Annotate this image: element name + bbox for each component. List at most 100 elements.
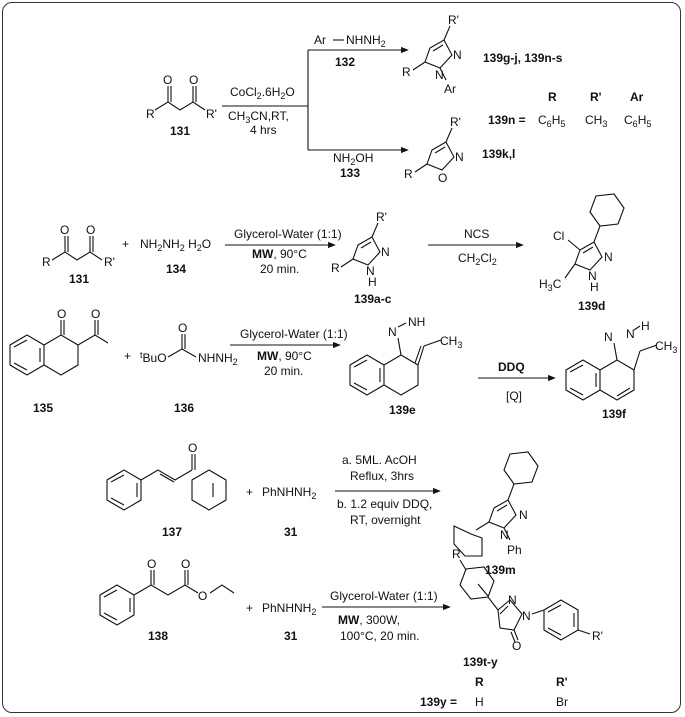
r-prime-label: R' [206, 107, 217, 121]
diketone-131-structure: O O R R' 131 [42, 223, 115, 286]
oxygen-label: O [189, 73, 198, 87]
pyrazolone-139t-y-structure: R O N N R' [452, 547, 603, 653]
compound-label-131: 131 [69, 272, 89, 286]
scheme-4: O 137 + PhNHNH2 31 a. 5ML. AcOH Reflux, … [106, 441, 539, 577]
nitrogen-label: N [455, 150, 464, 164]
nitrogen-label: N [500, 528, 509, 542]
r-group-label: R [404, 167, 413, 181]
compound-label-131: 131 [170, 124, 190, 138]
r-prime-label: R' [104, 255, 115, 269]
phenyl-label: Ph [507, 543, 522, 557]
reagent-132: Ar [314, 33, 326, 47]
nhnh2-label: NHNH2 [198, 351, 238, 367]
boc-hydrazine-136-structure: O tBuO NHNH2 [140, 321, 238, 367]
scheme-1: O O R R' 131 CoCl2.6H2O CH3CN,RT, 4 hrs … [146, 13, 651, 185]
r-group-label: R [146, 107, 155, 121]
compound-label-139k-l: 139k,l [482, 147, 515, 161]
table-header-r: R [548, 90, 557, 104]
reagent-phenylhydrazine: PhNHNH2 [262, 601, 316, 617]
r-group-label: R [452, 547, 461, 561]
nitrogen-label: N [381, 245, 390, 259]
table-value-ar: C6H5 [624, 113, 651, 129]
condition-quinone: [Q] [506, 389, 522, 403]
oxygen-label: O [163, 73, 172, 87]
dihydroindazole-139e-structure: N NH CH3 [349, 315, 462, 396]
r-prime-label: R' [592, 629, 603, 643]
oxygen-label: O [57, 307, 66, 321]
table-label-139y: 139y = [420, 695, 457, 709]
oxygen-label: O [91, 307, 100, 321]
condition-microwave: MW, 90°C [252, 247, 307, 261]
ketoester-138-structure: O O O 138 [99, 557, 235, 643]
oxygen-label: O [178, 321, 187, 335]
chloro-label: Cl [553, 229, 564, 243]
reagent-133: NH2OH [333, 151, 373, 167]
methyl-label: CH3 [655, 339, 677, 355]
table-label-139n: 139n = [488, 113, 526, 127]
condition-step-a: a. 5ML. AcOH [342, 453, 417, 467]
condition-solvent: Glycerol-Water (1:1) [330, 589, 438, 603]
scheme-3: O O 135 + O tBuO NHNH2 136 Glycerol-Wate… [9, 307, 677, 421]
reagent-134: NH2NH2 H2O [140, 237, 211, 253]
nitrogen-label: N [453, 48, 462, 62]
table-header-r-prime: R' [556, 675, 568, 689]
r-group-label: R [331, 261, 340, 275]
condition-ncs: NCS [464, 227, 489, 241]
compound-label-133: 133 [340, 166, 360, 180]
r-group-label: R [42, 255, 51, 269]
condition-microwave: MW, 90°C [257, 349, 312, 363]
plus-sign: + [124, 349, 131, 363]
table-header-r: R [475, 675, 484, 689]
aryl-label: Ar [444, 82, 456, 96]
condition-catalyst: CoCl2.6H2O [230, 85, 295, 101]
compound-label-31: 31 [284, 629, 298, 643]
diketone-131-structure: O O R R' 131 [146, 73, 217, 138]
hydrogen-label: H [641, 319, 650, 333]
nitrogen-label: N [508, 593, 517, 607]
methyl-label: CH3 [440, 334, 462, 350]
condition-step-a-2: Reflux, 3hrs [350, 469, 414, 483]
oxygen-label: O [60, 223, 69, 237]
table-value-r-prime: Br [556, 695, 568, 709]
condition-solvent: CH3CN,RT, [228, 109, 289, 125]
compound-label-139e: 139e [389, 403, 416, 417]
oxygen-label: O [86, 223, 95, 237]
nitrogen-label: N [626, 327, 635, 341]
nitrogen-label: N [435, 68, 444, 82]
nh-label: NH [408, 315, 425, 329]
triarylpyrazole-139m-structure: N N Ph [453, 451, 539, 557]
compound-label-139m: 139m [485, 563, 516, 577]
condition-ddq: DDQ [498, 360, 525, 374]
plus-sign: + [246, 601, 253, 615]
nitrogen-label: N [604, 250, 613, 264]
pyrazole-product-structure: R' N N R Ar [402, 13, 462, 96]
plus-sign: + [246, 485, 253, 499]
compound-label-139g-j-139n-s: 139g-j, 139n-s [483, 51, 563, 65]
compound-label-139a-c: 139a-c [354, 292, 392, 306]
compound-label-139d: 139d [578, 299, 605, 313]
r-prime-label: R' [448, 13, 459, 27]
reagent-phenylhydrazine: PhNHNH2 [262, 485, 316, 501]
compound-label-137: 137 [162, 525, 182, 539]
nitrogen-label: N [388, 325, 397, 339]
compound-label-138: 138 [148, 629, 168, 643]
oxygen-label: O [188, 441, 197, 455]
r-group-label: R [402, 65, 411, 79]
r-prime-label: R' [376, 210, 387, 224]
nitrogen-label: N [522, 609, 531, 623]
pyrazole-139a-c-structure: R' N N H R [331, 210, 390, 289]
nh-label: H [590, 280, 599, 294]
r-prime-label: R' [450, 115, 461, 129]
condition-time: 20 min. [260, 262, 299, 276]
reagent-132-hydrazine: NHNH2 [346, 33, 386, 49]
condition-temperature: 100°C, 20 min. [340, 629, 420, 643]
table-value-r: H [475, 695, 484, 709]
table-value-r: C6H5 [538, 113, 565, 129]
table-header-ar: Ar [630, 90, 644, 104]
nitrogen-label: N [519, 508, 528, 522]
oxygen-label: O [438, 171, 447, 185]
benzindazole-139f-structure: N N H CH3 [565, 319, 677, 401]
chalcone-137-structure: O 137 [106, 441, 227, 539]
compound-label-132: 132 [335, 55, 355, 69]
